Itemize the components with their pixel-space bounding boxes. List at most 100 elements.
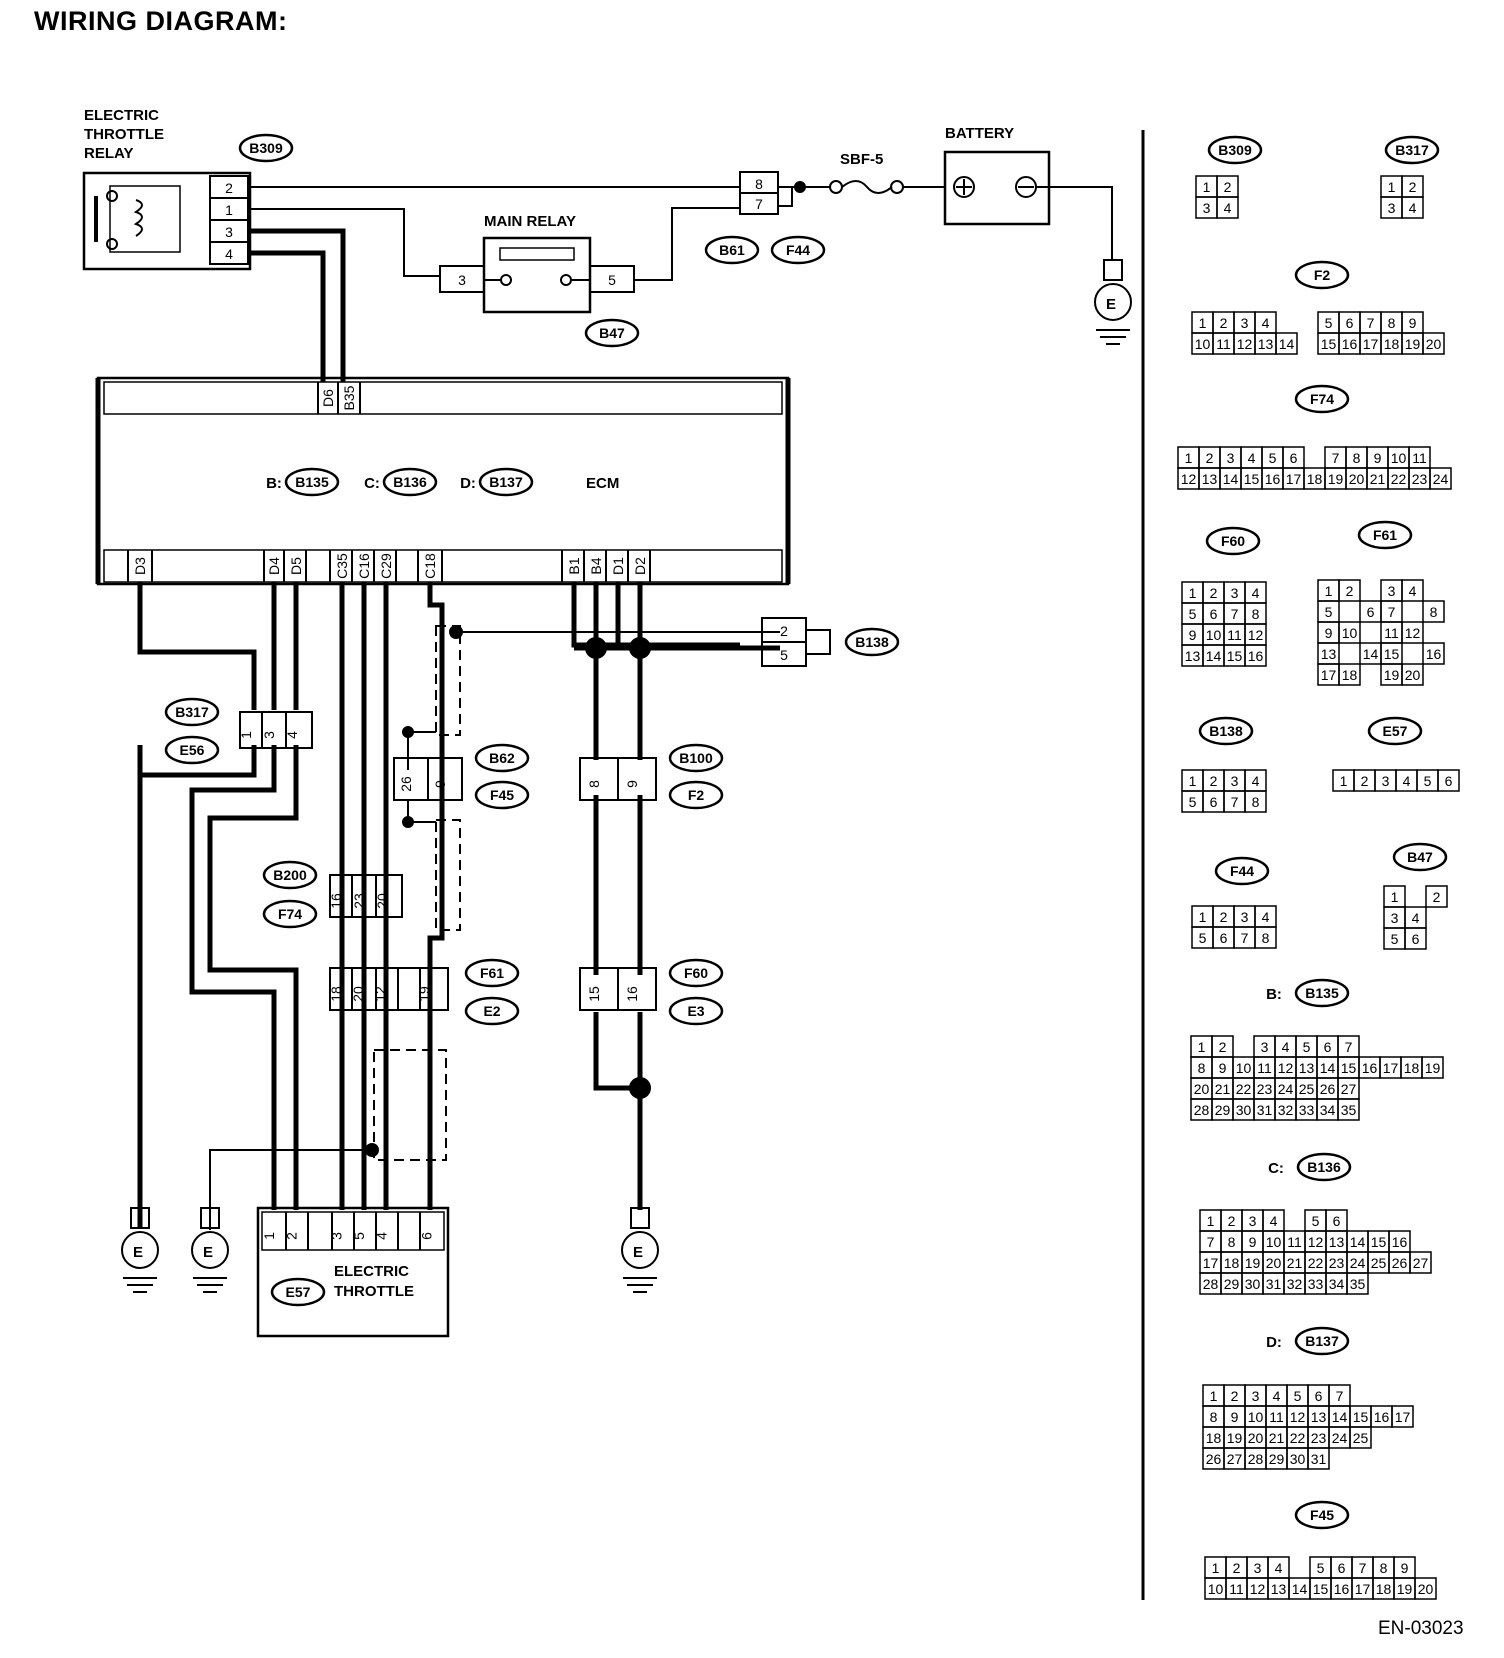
connector-cell-label: 31 — [1257, 1102, 1273, 1118]
connector-cell-label: 4 — [1224, 200, 1232, 216]
connector-cell-label: 15 — [1321, 336, 1337, 352]
connector-index-f61-badge — [1357, 520, 1413, 550]
b317-pin: 3 — [261, 731, 277, 739]
connector-cell-label: 7 — [1231, 606, 1239, 622]
b100-pin: 8 — [586, 780, 602, 788]
throttle-relay-box — [82, 171, 252, 271]
connector-cell-label: 10 — [1208, 1581, 1224, 1597]
connector-cell-label: 12 — [1308, 1234, 1324, 1250]
connector-cell-label: 7 — [1332, 450, 1340, 466]
connector-cell-label: 1 — [1325, 583, 1333, 599]
connector-cell-label: 22 — [1290, 1430, 1306, 1446]
connector-cell-label: 6 — [1324, 1039, 1332, 1055]
connector-cell-label: 1 — [1207, 1213, 1215, 1229]
connector-cell-label: 11 — [1229, 1581, 1244, 1597]
connector-cell-label: 15 — [1227, 648, 1243, 664]
connector-cell-label: 7 — [1336, 1388, 1344, 1404]
connector-cell-label: 19 — [1405, 336, 1421, 352]
connector-cell-label: 25 — [1371, 1255, 1387, 1271]
b317-connector — [239, 711, 313, 749]
connector-cell-label: 2 — [1210, 773, 1218, 789]
connector-cell-label: 9 — [1401, 1560, 1409, 1576]
electric-throttle-box — [256, 1206, 450, 1338]
f61-pin: 19 — [416, 986, 432, 1002]
connector-cell-label: 8 — [1198, 1060, 1206, 1076]
connector-f61-badge — [464, 958, 520, 988]
connector-cell-label: 12 — [1237, 336, 1253, 352]
connector-cell-label: 10 — [1195, 336, 1211, 352]
connector-index-prefix: B: — [1266, 986, 1282, 1003]
connector-cell-label: 7 — [1345, 1039, 1353, 1055]
diagram-code: EN-03023 — [1378, 1618, 1464, 1639]
connector-index-e57-badge — [1367, 716, 1423, 746]
connector-index-b47-tag: B47 — [1407, 849, 1433, 865]
connector-cell — [1244, 644, 1267, 667]
connector-cell — [1401, 663, 1424, 686]
connector-index-f44-badge — [1214, 856, 1270, 886]
connector-cell-label: 13 — [1185, 648, 1201, 664]
connector-cell-label: 32 — [1287, 1276, 1303, 1292]
connector-cell-label: 1 — [1189, 773, 1197, 789]
connector-cell-label: 20 — [1405, 667, 1421, 683]
b61-pin: 8 — [755, 176, 763, 192]
ecm-pin: B4 — [588, 557, 604, 574]
connector-cell-label: 20 — [1418, 1581, 1434, 1597]
connector-cell-label: 20 — [1426, 336, 1442, 352]
ground-label: E — [633, 1244, 643, 1261]
connector-cell-label: 8 — [1252, 606, 1260, 622]
connector-cell — [1337, 1098, 1360, 1121]
connector-cell-label: 17 — [1355, 1581, 1371, 1597]
connector-cell-label: 29 — [1224, 1276, 1240, 1292]
ecm-pin: D3 — [132, 557, 148, 575]
connector-cell-label: 2 — [1346, 583, 1354, 599]
b200-pin: 20 — [374, 893, 390, 909]
connector-cell-label: 31 — [1311, 1451, 1327, 1467]
connector-index-f74-tag: F74 — [1310, 391, 1334, 407]
connector-cell-label: 2 — [1220, 909, 1228, 925]
throttle-relay-label: RELAY — [84, 145, 133, 162]
connector-index-f44-tag: F44 — [1230, 863, 1254, 879]
connector-cell — [1216, 196, 1239, 219]
connector-cell-label: 1 — [1199, 909, 1207, 925]
connector-index-b137-badge — [1294, 1326, 1350, 1356]
connector-cell-label: 20 — [1349, 471, 1365, 487]
connector-cell-label: 23 — [1329, 1255, 1345, 1271]
connector-e57-tag: E57 — [286, 1284, 311, 1300]
connector-cell-label: 23 — [1257, 1081, 1273, 1097]
f61-connector — [329, 967, 449, 1011]
relay-pin: 4 — [225, 246, 233, 262]
connector-cell-label: 2 — [1409, 179, 1417, 195]
connector-cell-label: 32 — [1278, 1102, 1294, 1118]
connector-cell-label: 22 — [1236, 1081, 1252, 1097]
connector-index-b138-badge — [1198, 716, 1254, 746]
connector-cell-label: 12 — [1278, 1060, 1294, 1076]
fuse-label: SBF-5 — [840, 151, 883, 168]
connector-cell-label: 27 — [1227, 1451, 1243, 1467]
relay-pin: 2 — [225, 180, 233, 196]
connector-cell-label: 22 — [1391, 471, 1407, 487]
connector-cell-label: 5 — [1312, 1213, 1320, 1229]
connector-cell-label: 9 — [1374, 450, 1382, 466]
b61-pin: 7 — [755, 196, 763, 212]
connector-cell-label: 1 — [1198, 1039, 1206, 1055]
ground-icon — [191, 1207, 229, 1293]
connector-cell-label: 3 — [1241, 909, 1249, 925]
connector-f2-tag: F2 — [688, 787, 705, 803]
connector-cell-label: 18 — [1376, 1581, 1392, 1597]
connector-cell-label: 12 — [1248, 627, 1264, 643]
connector-index-b317-tag: B317 — [1395, 142, 1429, 158]
connector-cell-label: 4 — [1273, 1388, 1281, 1404]
connector-cell-label: 13 — [1299, 1060, 1315, 1076]
connector-index-f61-tag: F61 — [1373, 527, 1397, 543]
ecm-pin: C18 — [422, 553, 438, 579]
connector-cell-label: 13 — [1311, 1409, 1327, 1425]
e57-pin: 4 — [374, 1232, 390, 1240]
connector-cell-label: 13 — [1202, 471, 1218, 487]
connector-cell-label: 12 — [1290, 1409, 1306, 1425]
connector-cell-label: 33 — [1308, 1276, 1324, 1292]
connector-cell-label: 4 — [1262, 909, 1270, 925]
e57-pin: 2 — [284, 1232, 300, 1240]
connector-cell-label: 30 — [1236, 1102, 1252, 1118]
connector-cell-label: 15 — [1244, 471, 1260, 487]
main-relay-label: MAIN RELAY — [484, 213, 576, 230]
